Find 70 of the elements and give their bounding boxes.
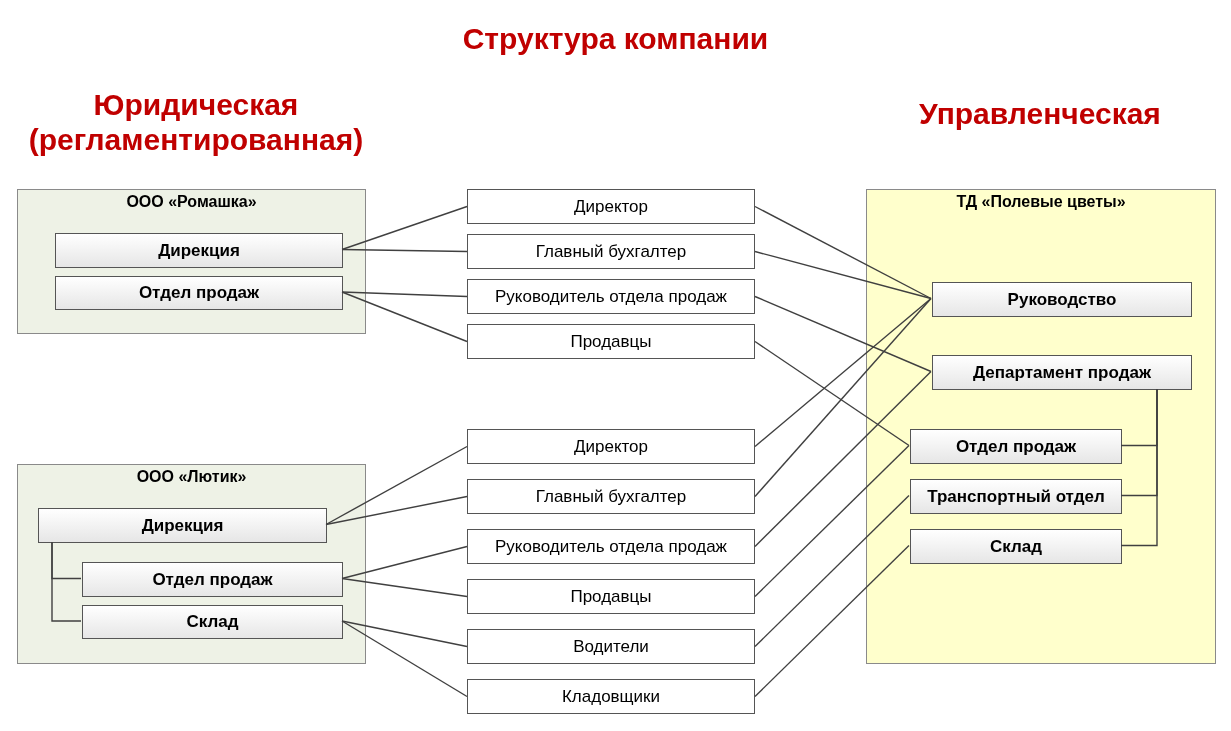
box-label: Продавцы [570,331,652,352]
connector-line [341,620,468,648]
connector-line [341,545,468,580]
position-box [467,279,755,314]
connector-line [325,495,468,526]
position-box [467,324,755,359]
box-label: Водители [573,636,649,657]
connector-line [341,577,468,598]
connector-line [754,295,932,373]
connector-line [754,205,932,300]
box-label: Транспортный отдел [927,486,1105,507]
box-label: Кладовщики [561,686,661,707]
connector-line [754,340,910,447]
position-box [467,579,755,614]
position-box [467,234,755,269]
box-label: Склад [186,612,239,632]
unit-box [932,355,1192,390]
unit-box [910,479,1122,514]
group-panel [866,189,1216,664]
box-label: Отдел продаж [152,569,273,590]
box-label: Дирекция [158,240,240,261]
group-panel [17,189,366,334]
box-label: Департамент продаж [973,362,1151,383]
connector-line [1120,388,1158,547]
panel-heading: ООО «Ромашка» [125,193,258,211]
section-heading: Юридическая (регламентированная) [27,88,365,157]
unit-box [38,508,327,543]
section-heading: Управленческая [918,97,1162,132]
box-label: Главный бухгалтер [535,486,687,507]
connector-line [341,291,468,343]
unit-box [82,562,343,597]
connector-line [341,205,468,251]
unit-box [82,605,343,639]
unit-box [910,529,1122,564]
connector-line [754,544,910,698]
position-box [467,429,755,464]
connector-line [754,370,932,548]
box-label: Руководство [1007,289,1117,310]
position-box [467,679,755,714]
connector-line [341,248,468,253]
unit-box [932,282,1192,317]
connector-line [754,444,910,598]
unit-box [55,276,343,310]
position-box [467,529,755,564]
box-label: Продавцы [570,586,652,607]
connector-line [325,445,468,526]
box-label: Отдел продаж [955,436,1077,457]
box-label: Отдел продаж [138,283,260,303]
box-label: Директор [573,196,649,217]
box-label: Главный бухгалтер [535,241,687,262]
box-label: Склад [989,536,1042,557]
position-box [467,629,755,664]
connector-line [341,620,468,698]
position-box [467,479,755,514]
box-label: Директор [573,436,649,457]
group-panel [17,464,366,664]
connector-line [754,250,932,300]
panel-heading: ТД «Полевые цветы» [955,193,1127,211]
unit-box [55,233,343,268]
panel-heading: ООО «Лютик» [135,468,248,486]
connector-line [51,541,82,622]
connector-line [754,297,932,498]
connector-line [341,291,468,298]
box-label: Руководитель отдела продаж [495,286,727,307]
unit-box [910,429,1122,464]
connector-line [754,494,910,648]
position-box [467,189,755,224]
box-label: Руководитель отдела продаж [495,536,727,557]
box-label: Дирекция [141,515,224,536]
diagram-title: Структура компании [461,22,770,56]
